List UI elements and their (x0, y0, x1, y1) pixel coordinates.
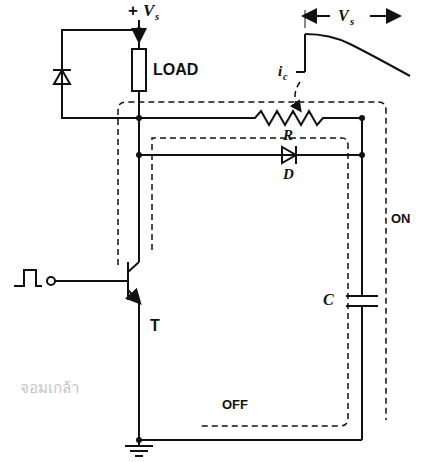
voltage-label: V (338, 8, 349, 24)
load-box: LOAD (131, 48, 147, 92)
path-label: OFF (222, 398, 248, 411)
component-label: R (283, 128, 293, 143)
supply-voltage: V (143, 2, 154, 19)
subscript: c (283, 72, 287, 82)
watermark: จอมเกล้า (20, 380, 79, 395)
load-label: LOAD (153, 61, 198, 79)
component-label: C (323, 292, 334, 308)
subscript: s (155, 11, 159, 22)
current-label: i (278, 64, 282, 79)
component-label: D (283, 167, 294, 182)
path-label: ON (391, 212, 411, 225)
component-label: T (150, 318, 160, 334)
plus-sign: + (128, 2, 138, 19)
subscript: s (350, 16, 354, 27)
